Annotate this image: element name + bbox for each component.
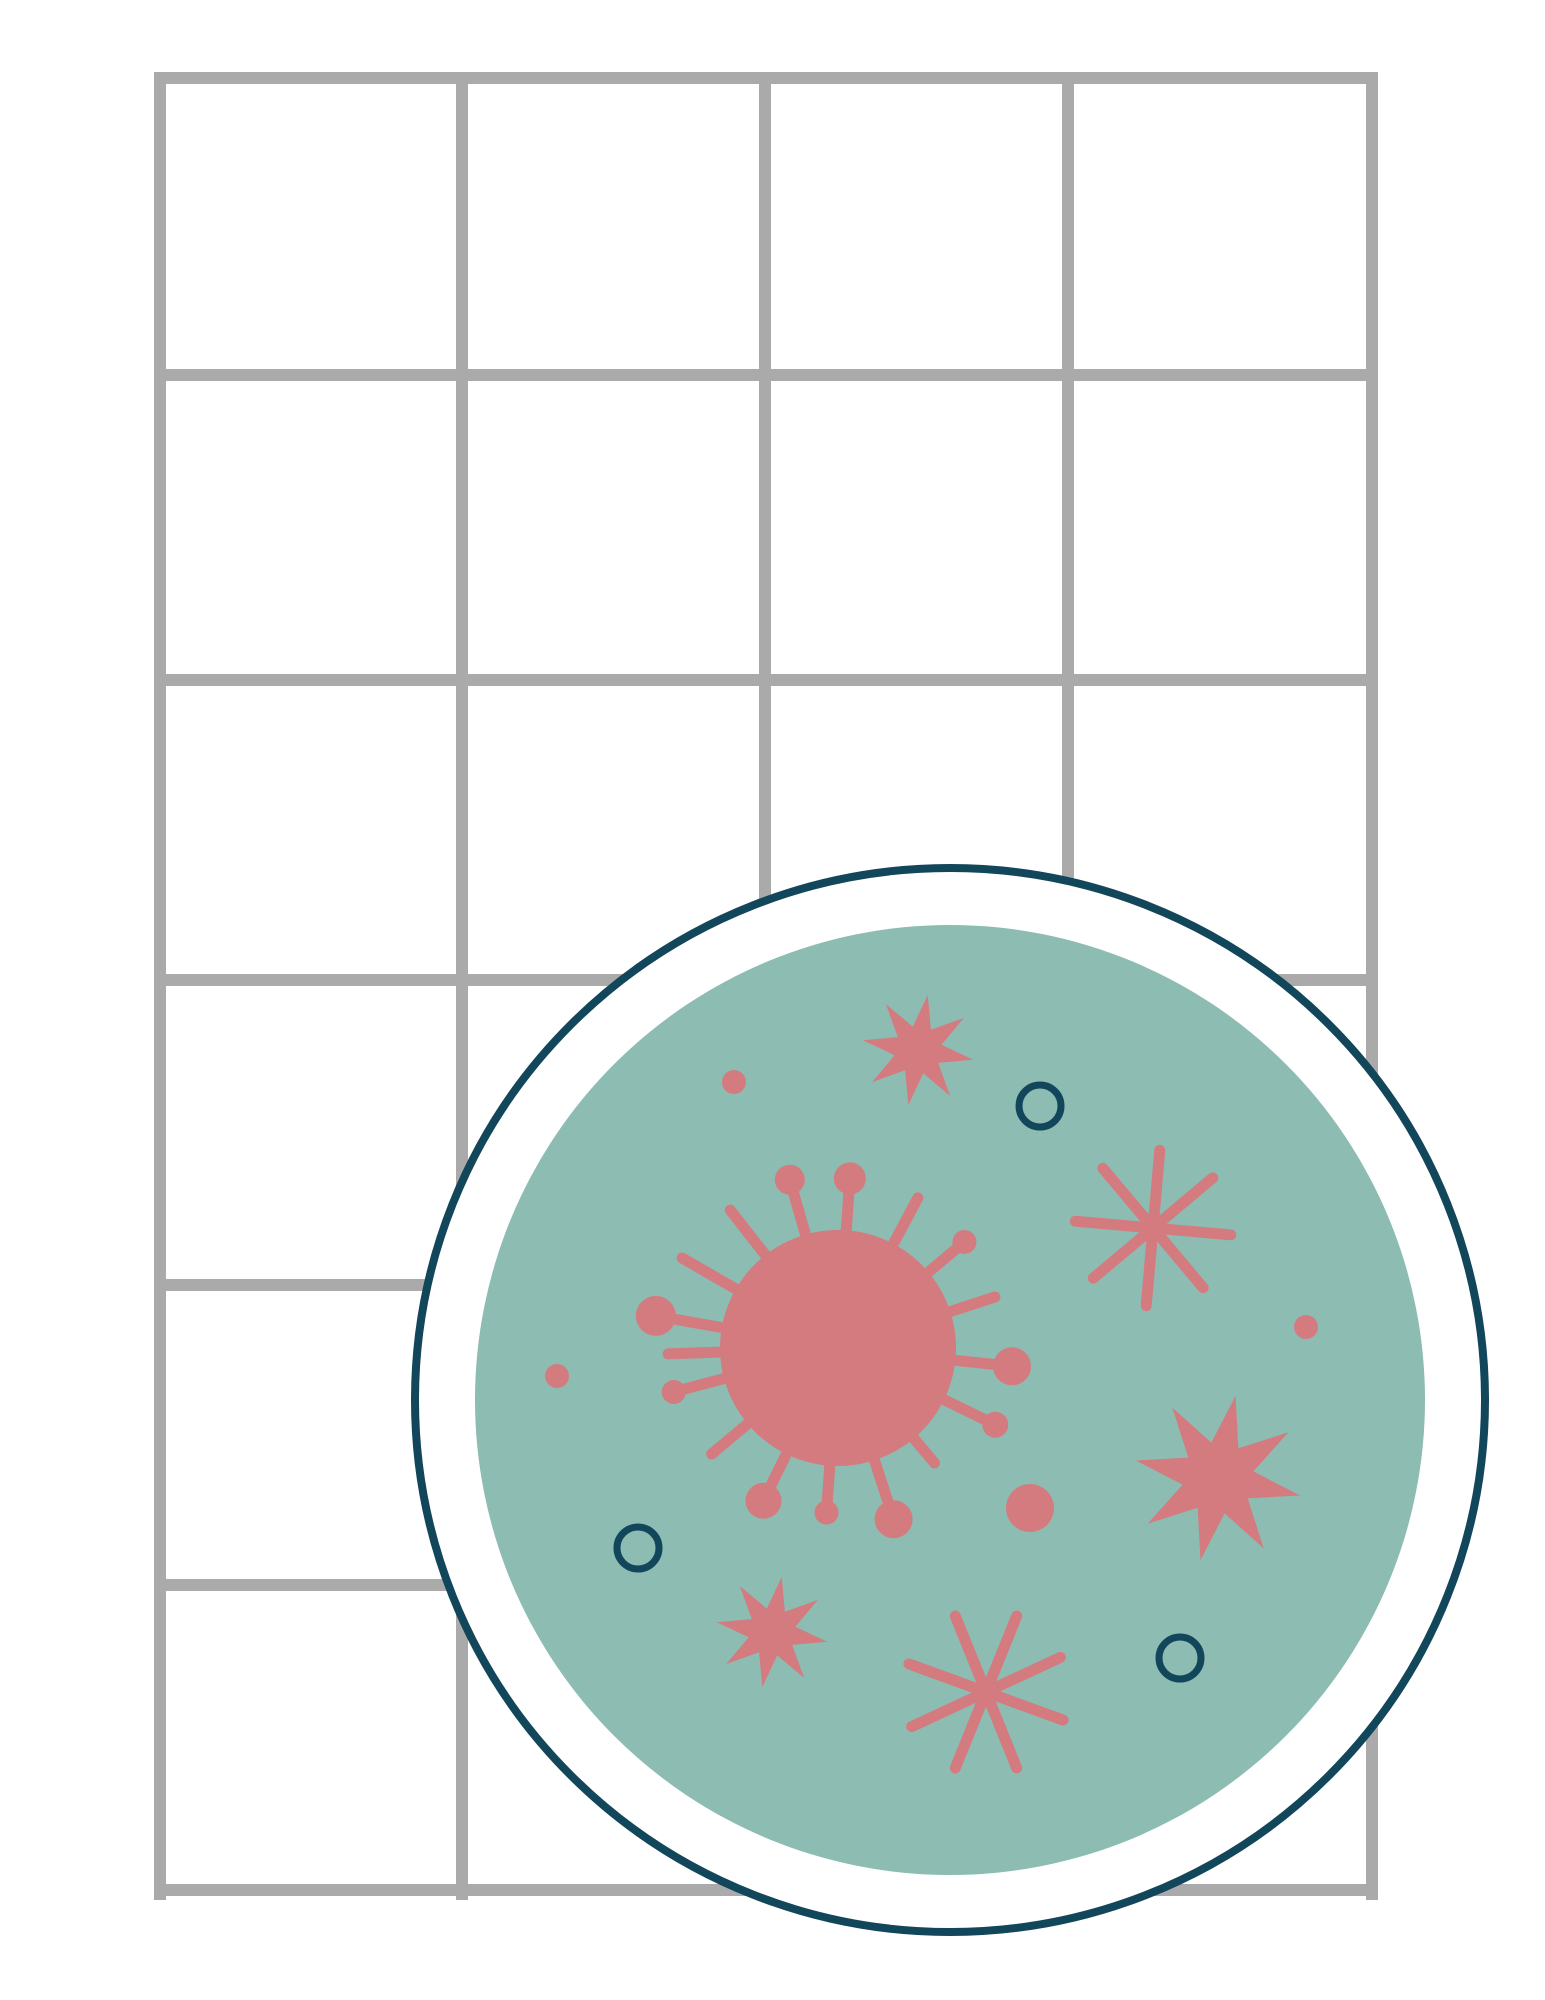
dot-icon xyxy=(722,1070,746,1094)
virus-spike-knob xyxy=(774,1164,805,1195)
virus-spike-knob xyxy=(814,1500,839,1525)
virus-spike-knob xyxy=(982,1411,1009,1438)
virus-spike-knob xyxy=(833,1162,866,1195)
asterisk-icon xyxy=(903,1610,1069,1774)
ring-icon xyxy=(1155,1633,1205,1683)
asterisk-ray xyxy=(949,1610,1023,1774)
microbe-cluster xyxy=(545,994,1318,1774)
virus-body xyxy=(720,1230,956,1466)
dot-icon xyxy=(545,1364,569,1388)
virus-spike-knob xyxy=(635,1295,676,1336)
virus-spike-knob xyxy=(993,1347,1032,1386)
virus-spike-knob xyxy=(745,1482,782,1519)
starburst-icon xyxy=(716,1576,828,1688)
virus-spike-knob xyxy=(874,1500,913,1539)
dot-icon xyxy=(1006,1484,1054,1532)
ring-icon xyxy=(613,1523,663,1573)
dot-icon xyxy=(1294,1315,1318,1339)
asterisk-icon xyxy=(1069,1144,1237,1312)
virus-icon xyxy=(635,1162,1032,1539)
virus-spike-knob xyxy=(952,1229,977,1254)
virus-spike-knob xyxy=(661,1379,686,1404)
starburst-icon xyxy=(1135,1395,1301,1561)
ring-icon xyxy=(1015,1081,1065,1131)
asterisk-ray xyxy=(1087,1172,1219,1284)
starburst-icon xyxy=(862,994,974,1106)
